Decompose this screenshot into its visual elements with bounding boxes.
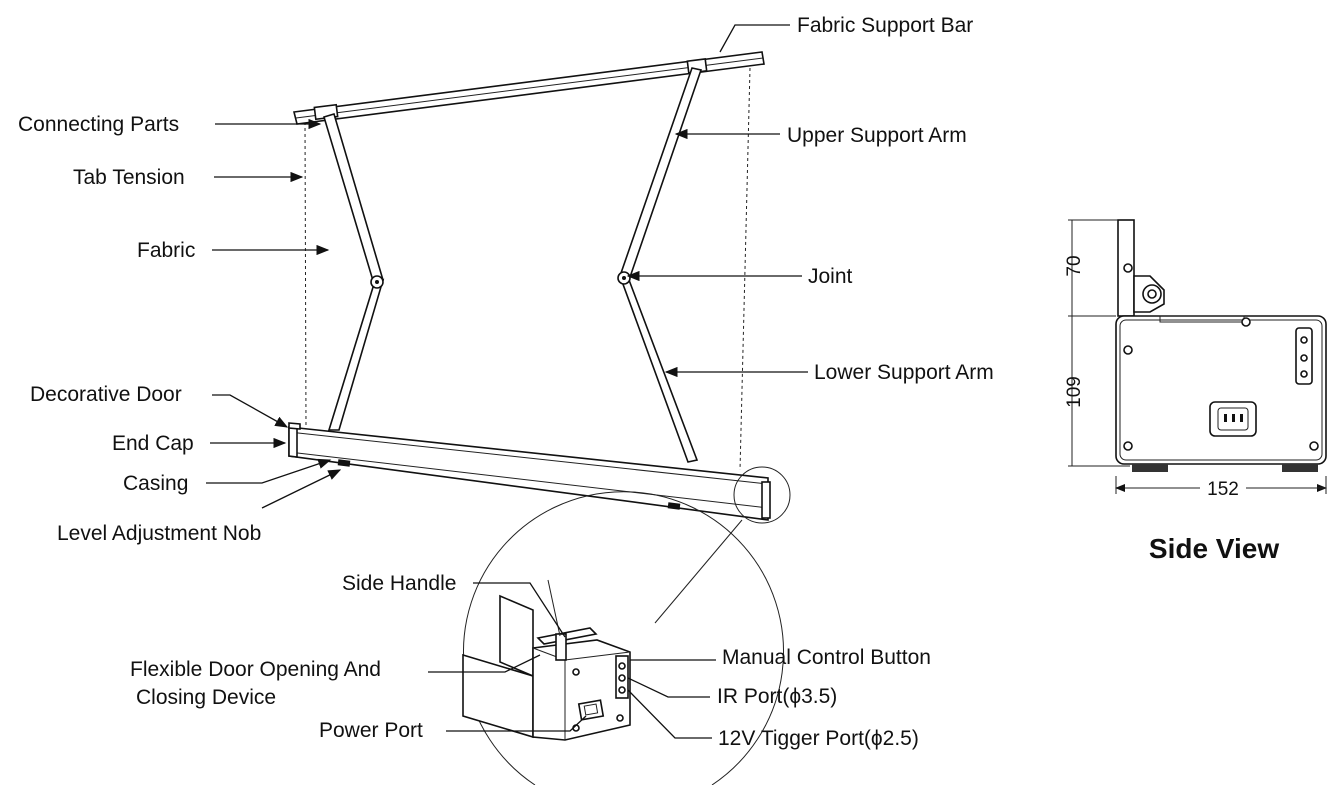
detail-end-box <box>532 639 631 741</box>
casing-label: Casing <box>123 472 188 495</box>
dim-width: 152 <box>1207 479 1239 500</box>
flexible-door-label-line1: Flexible Door Opening And <box>130 658 381 681</box>
ir-port-leader <box>627 677 710 698</box>
decorative-door-label: Decorative Door <box>30 383 182 406</box>
manual-control-button-label: Manual Control Button <box>722 646 931 669</box>
detail-handle-post <box>555 633 567 661</box>
tab-tension-label: Tab Tension <box>73 166 185 189</box>
detail-connector-line <box>654 519 743 624</box>
side-view-title: Side View <box>1149 533 1279 564</box>
screen-assembly <box>288 51 791 524</box>
end-cap <box>288 426 298 458</box>
detail-view: Side Handle Flexible Door Opening And Cl… <box>130 491 931 785</box>
flexible-door-leader <box>428 654 541 673</box>
end-cap-label: End Cap <box>112 432 194 455</box>
side-view-foot-right <box>1282 464 1318 472</box>
ir-port-label: IR Port(ϕ3.5) <box>717 685 837 708</box>
left-tab-tension-line <box>304 121 307 429</box>
side-handle-label: Side Handle <box>342 572 456 595</box>
side-view-foot-left <box>1132 464 1168 472</box>
left-lower-arm <box>327 278 385 431</box>
dim-height-top: 70 <box>1064 255 1085 276</box>
side-handle-leader <box>473 582 566 638</box>
casing <box>288 426 769 521</box>
upper-support-arm-label: Upper Support Arm <box>787 124 967 147</box>
flexible-door-label-line2: Closing Device <box>136 686 276 709</box>
joint-label: Joint <box>808 265 853 288</box>
side-view-box <box>1115 315 1327 465</box>
left-upper-arm <box>323 113 384 286</box>
trigger-port-label: 12V Tigger Port(ϕ2.5) <box>718 727 919 750</box>
dim-height-body: 109 <box>1064 376 1085 408</box>
detail-ir-port <box>618 674 626 682</box>
right-lower-arm <box>618 274 699 463</box>
fabric-support-bar-label: Fabric Support Bar <box>797 14 973 37</box>
lower-support-arm-label: Lower Support Arm <box>814 361 994 384</box>
main-labels: Fabric Support Bar Connecting Parts Uppe… <box>18 14 994 545</box>
detail-callout-circle <box>733 466 791 524</box>
connecting-parts-label: Connecting Parts <box>18 113 179 136</box>
detail-power-port <box>577 699 605 721</box>
casing-end-detail <box>761 481 771 519</box>
trigger-port-leader <box>627 689 712 739</box>
level-adjustment-nob <box>337 459 351 467</box>
detail-decorative-door <box>499 594 534 678</box>
power-port-leader <box>446 715 587 732</box>
side-view: 70 109 152 Side View <box>1064 219 1327 564</box>
decorative-door-leader <box>212 394 289 428</box>
casing-leader <box>206 458 332 484</box>
power-port-label: Power Port <box>319 719 423 742</box>
detail-side-handle <box>536 627 598 645</box>
decorative-door <box>288 422 301 430</box>
level-adjustment-nob-label: Level Adjustment Nob <box>57 522 261 545</box>
fabric-support-bar-leader <box>719 24 790 53</box>
right-tab-tension-line <box>739 67 751 471</box>
fabric-label: Fabric <box>137 239 195 262</box>
level-adjustment-nob-leader <box>261 469 342 509</box>
right-upper-arm <box>619 67 703 282</box>
detail-trigger-port <box>618 686 626 694</box>
detail-manual-button <box>618 662 626 670</box>
